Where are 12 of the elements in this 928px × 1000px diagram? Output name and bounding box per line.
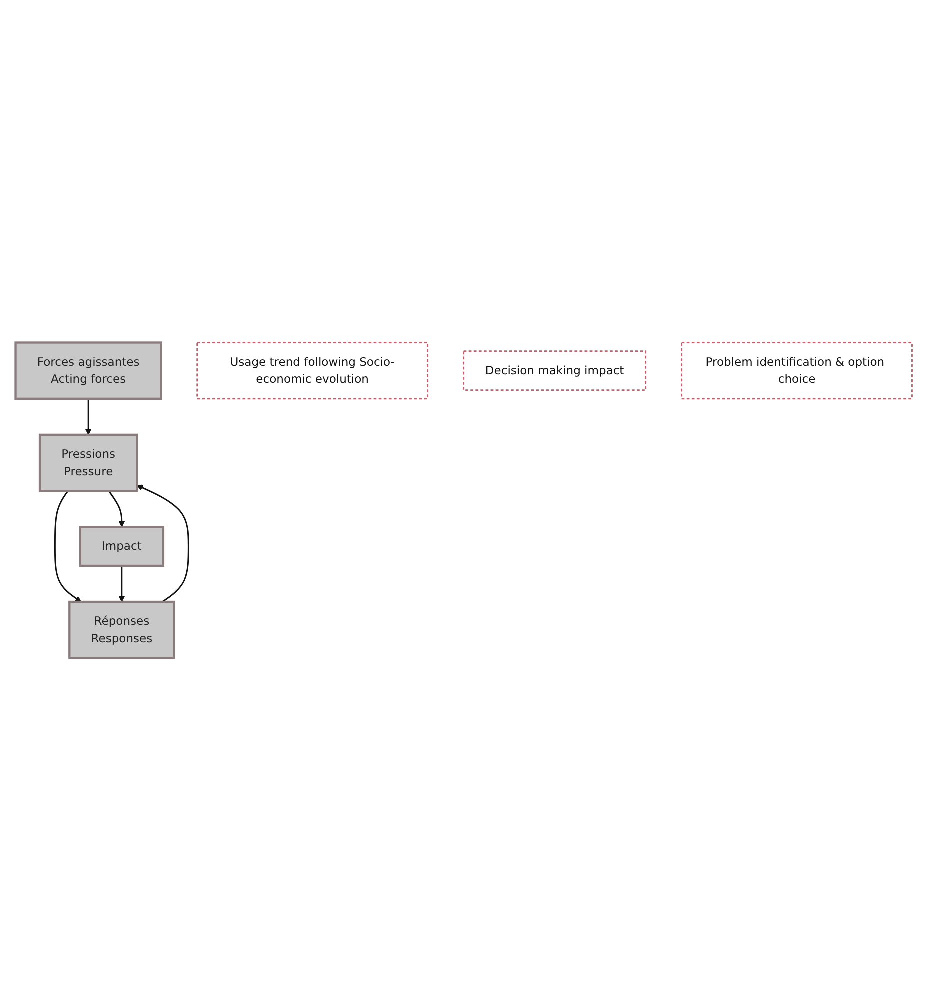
node-box: Usage trend following Socio-economic evolution [196,342,429,400]
arrow [136,484,190,602]
arrow [108,490,126,527]
node-box: Decision making impact [463,350,647,391]
node-box: Impact [79,526,165,567]
node-box: Forces agissantes Acting forces [14,341,162,400]
arrow [54,490,82,602]
node-box: Réponses Responses [68,600,176,659]
node-box: Problem identification & option choice [681,342,913,400]
arrow [118,566,126,602]
node-box: Pressions Pressure [38,433,138,492]
arrow [85,398,92,435]
